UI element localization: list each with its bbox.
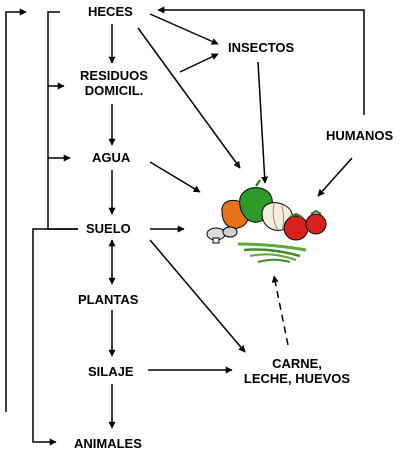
- node-insectos: INSECTOS: [228, 40, 295, 55]
- insectos-residuos-arrow: [179, 53, 219, 73]
- node-residuos-line2: DOMICIL.: [84, 83, 144, 98]
- left-bracket-line: [47, 11, 78, 230]
- insectos-food-arrow: [257, 61, 269, 184]
- node-suelo: SUELO: [86, 221, 131, 236]
- node-plantas: PLANTAS: [78, 292, 139, 307]
- node-heces: HECES: [88, 4, 133, 19]
- node-animales: ANIMALES: [74, 436, 142, 451]
- carne-food-dashed-arrow: [271, 275, 289, 346]
- node-residuos-line1: RESIDUOS: [80, 68, 148, 83]
- humanos-heces-arrow: [157, 6, 365, 115]
- heces-food-arrow: [137, 27, 241, 169]
- node-residuos-domicil: RESIDUOS DOMICIL.: [66, 68, 162, 98]
- node-carne-line1: CARNE,: [272, 356, 322, 371]
- suelo-carne-arrow: [149, 239, 246, 353]
- node-humanos: HUMANOS: [326, 128, 394, 143]
- suelo-animales-loop: [32, 228, 78, 446]
- humanos-food-arrow: [317, 157, 353, 197]
- node-carne-line2: LECHE, HUEVOS: [243, 371, 351, 386]
- outer-loop-line: [5, 8, 27, 412]
- node-carne-leche-huevos: CARNE, LECHE, HUEVOS: [232, 356, 362, 386]
- heces-insectos-arrow: [149, 13, 219, 45]
- node-agua: AGUA: [92, 150, 131, 165]
- vegetables-icon: [206, 179, 327, 263]
- node-silaje: SILAJE: [88, 364, 134, 379]
- agua-food-arrow: [149, 161, 201, 193]
